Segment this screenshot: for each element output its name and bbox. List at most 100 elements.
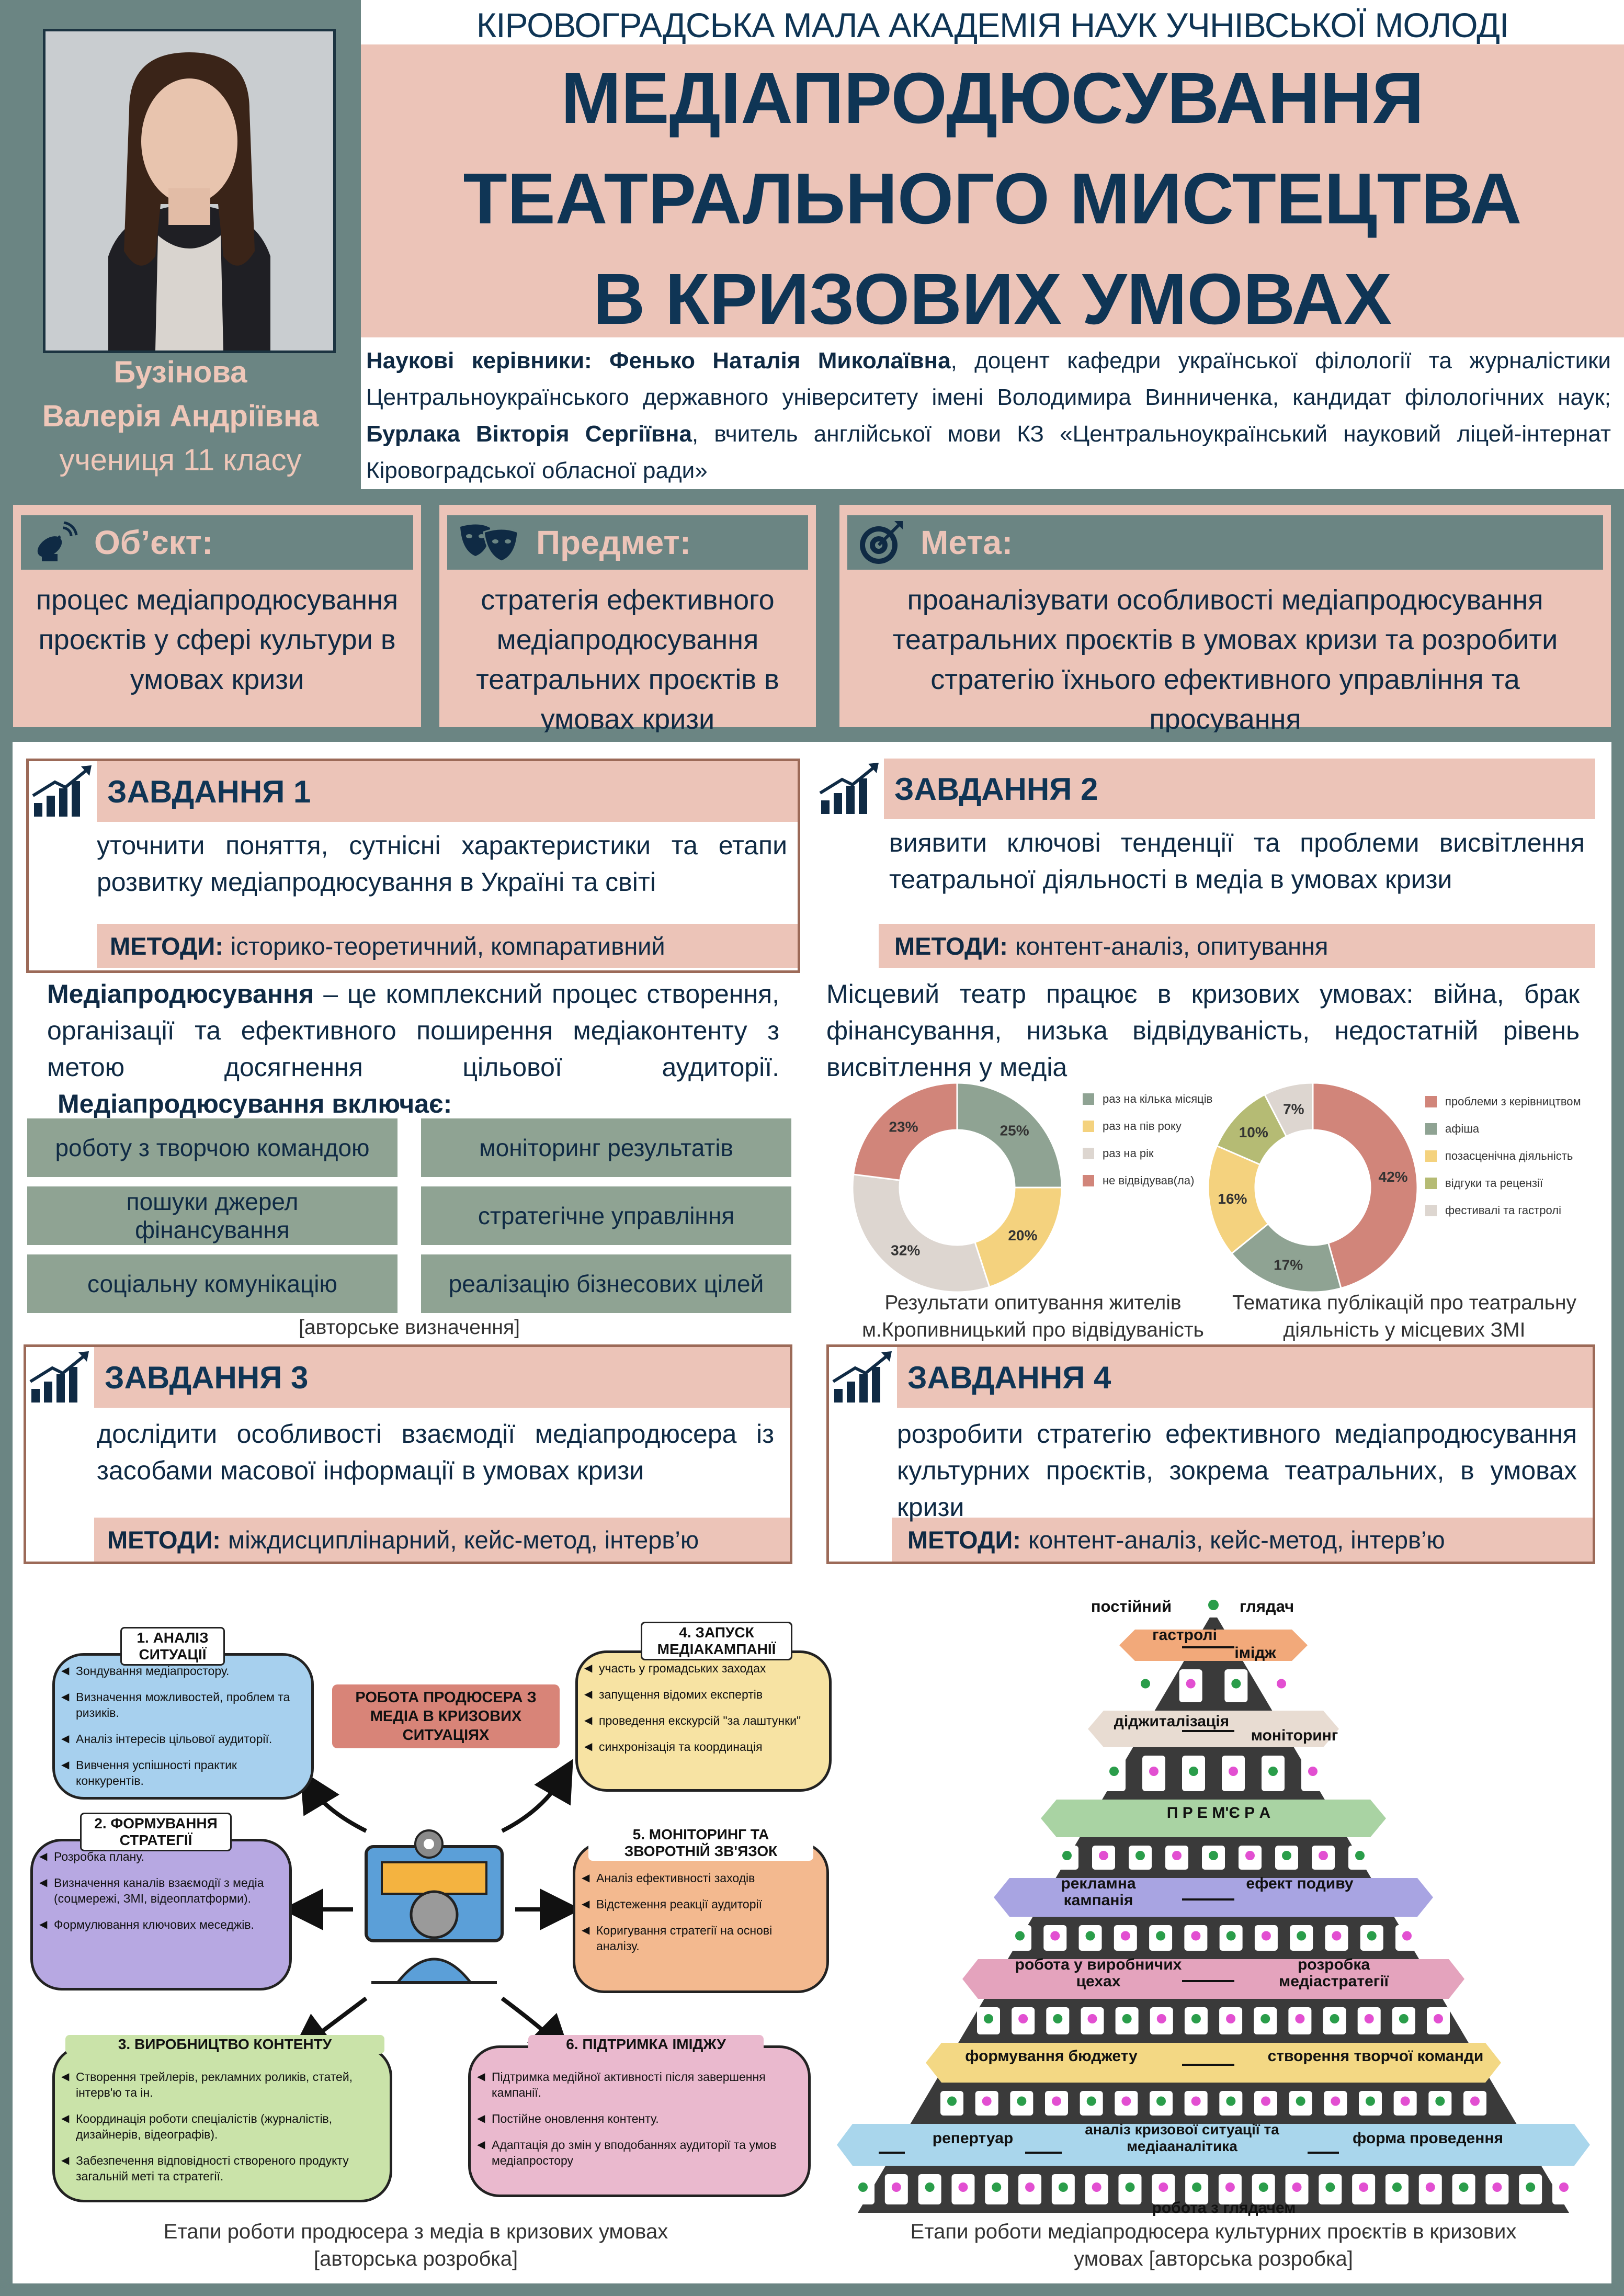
legend-swatch bbox=[1083, 1148, 1094, 1159]
audience-person-icon bbox=[1226, 1931, 1236, 1941]
author-block: Бузінова Валерія Андріївна учениця 11 кл… bbox=[0, 350, 361, 482]
audience-person-icon bbox=[1099, 1851, 1108, 1860]
audience-person-icon bbox=[1331, 2096, 1341, 2106]
pyramid-band bbox=[994, 1878, 1433, 1917]
audience-person-icon bbox=[1225, 2182, 1235, 2192]
pie-slice bbox=[1263, 1082, 1314, 1138]
pie-data-label: 32% bbox=[891, 1242, 920, 1258]
audience-person-icon bbox=[1261, 2096, 1270, 2106]
pie-data-label: 23% bbox=[889, 1119, 918, 1135]
target-icon bbox=[860, 521, 903, 564]
audience-person-icon bbox=[1050, 1931, 1060, 1941]
audience-person-icon bbox=[1392, 2182, 1402, 2192]
supervisor-area bbox=[361, 337, 1624, 489]
list-item: Розробка плану. bbox=[39, 1849, 280, 1864]
list-item: Забезпечення відповідності створеного пр… bbox=[61, 2153, 380, 2184]
task-4-title: ЗАВДАННЯ 4 bbox=[907, 1360, 1111, 1395]
list-item: Координація роботи спеціалістів (журналі… bbox=[61, 2111, 380, 2142]
list-item: Визначення можливостей, проблем та ризик… bbox=[61, 1689, 302, 1721]
task-2-methods: МЕТОДИ:контент-аналіз, опитування bbox=[879, 924, 1595, 968]
audience-person-icon bbox=[947, 2096, 957, 2106]
caption-attendance: Результати опитування жителів м.Кропивни… bbox=[862, 1292, 1204, 1341]
pyramid-band bbox=[1088, 1711, 1339, 1747]
audience-person-icon bbox=[1332, 1931, 1342, 1941]
subject-box: Предмет: стратегія ефективного медіапрод… bbox=[439, 505, 816, 735]
legend-label: раз на кілька місяців bbox=[1103, 1092, 1213, 1105]
legend-swatch bbox=[1425, 1205, 1437, 1216]
task-3-methods: МЕТОДИ:міждисциплінарний, кейс-метод, ін… bbox=[94, 1518, 790, 1562]
list-item: синхронізація та координація bbox=[584, 1739, 820, 1755]
supervisors-text: Наукові керівники: Фенько Наталія Микола… bbox=[366, 343, 1611, 489]
task-2-text: виявити ключові тенденції та проблеми ви… bbox=[889, 828, 1585, 894]
pyramid-level-2-right: моніторинг bbox=[1251, 1727, 1338, 1744]
definition-term: Медіапродюсування bbox=[47, 979, 314, 1009]
pyramid-band bbox=[962, 1959, 1464, 1999]
audience-person-icon bbox=[1292, 2182, 1302, 2192]
object-box: Об’єкт: процес медіапродюсування проєкті… bbox=[13, 505, 421, 727]
audience-person-icon bbox=[1229, 1767, 1238, 1776]
legend-swatch bbox=[1425, 1123, 1437, 1135]
legend-swatch bbox=[1425, 1150, 1437, 1162]
audience-person-icon bbox=[1085, 1931, 1095, 1941]
audience-person-icon bbox=[1172, 1851, 1182, 1860]
audience-person-icon bbox=[1245, 1851, 1255, 1860]
audience-person-icon bbox=[1121, 2096, 1131, 2106]
pyramid-level-4-right: ефект подиву bbox=[1246, 1875, 1354, 1892]
audience-person-icon bbox=[1355, 1851, 1365, 1860]
diagram-caption: Етапи роботи продюсера з медіа в кризови… bbox=[47, 2218, 785, 2272]
list-item: Аналіз ефективності заходів bbox=[582, 1870, 817, 1886]
audience-person-icon bbox=[1015, 1931, 1025, 1941]
legend-entry: не відвідував(ла) bbox=[1083, 1167, 1219, 1194]
legend-label: фестивалі та гастролі bbox=[1445, 1204, 1561, 1217]
audience-person-icon bbox=[1189, 1767, 1198, 1776]
pie-data-label: 25% bbox=[1000, 1122, 1029, 1138]
audience-person-icon bbox=[1191, 2096, 1201, 2106]
audience-person-icon bbox=[1156, 1931, 1166, 1941]
stage-1: 1. АНАЛІЗ СИТУАЦІЇ Зондування медіапрост… bbox=[52, 1627, 314, 1800]
subject-text: стратегія ефективного медіапродюсування … bbox=[476, 584, 779, 735]
audience-person-icon bbox=[1325, 2182, 1335, 2192]
pyramid-top-right: глядач bbox=[1240, 1597, 1294, 1615]
task-2-title: ЗАВДАННЯ 2 bbox=[894, 771, 1098, 807]
list-item: Адаптація до змін у вподобаннях аудиторі… bbox=[477, 2137, 799, 2168]
list-item: Аналіз інтересів цільової аудиторії. bbox=[61, 1731, 302, 1747]
legend-entry: позасценічна діяльність bbox=[1425, 1143, 1603, 1170]
pyramid-bottom-label: робота з глядачем bbox=[1152, 2199, 1296, 2216]
definition-note: [авторське визначення] bbox=[299, 1316, 520, 1339]
legend-swatch bbox=[1083, 1093, 1094, 1105]
audience-person-icon bbox=[1226, 2014, 1236, 2023]
pyramid-caption: Етапи роботи медіапродюсера культурних п… bbox=[837, 2218, 1590, 2272]
legend-label: раз на пів року bbox=[1103, 1119, 1182, 1133]
audience-person-icon bbox=[1092, 2182, 1101, 2192]
pyramid-band bbox=[837, 2124, 1590, 2166]
audience-person-icon bbox=[1125, 2182, 1135, 2192]
audience-person-icon bbox=[1086, 2096, 1096, 2106]
task-2-header: ЗАВДАННЯ 2 bbox=[816, 759, 1595, 819]
list-item: Створення трейлерів, рекламних роликів, … bbox=[61, 2069, 380, 2100]
audience-person-icon bbox=[1109, 1767, 1119, 1776]
academy-name: КІРОВОГРАДСЬКА МАЛА АКАДЕМІЯ НАУК УЧНІВС… bbox=[476, 6, 1509, 44]
audience-person-icon bbox=[1209, 1851, 1218, 1860]
list-item: участь у громадських заходах bbox=[584, 1660, 820, 1676]
pyramid-band bbox=[1041, 1800, 1386, 1837]
stage-3: 3. ВИРОБНИЦТВО КОНТЕНТУ Створення трейле… bbox=[52, 2035, 392, 2202]
audience-person-icon bbox=[1156, 2096, 1166, 2106]
stage-5-list: Аналіз ефективності заходів Відстеження … bbox=[575, 1844, 826, 1954]
pyramid-level-7-middle: аналіз кризової ситуації та медіааналіти… bbox=[1085, 2121, 1279, 2154]
satellite-icon bbox=[37, 522, 78, 561]
goal-box: Мета: проаналізувати особливості медіапр… bbox=[839, 505, 1611, 735]
audience-person-icon bbox=[1087, 2014, 1097, 2023]
legend-swatch bbox=[1083, 1175, 1094, 1186]
audience-person-icon bbox=[1297, 1931, 1307, 1941]
audience-person-icon bbox=[1282, 1851, 1291, 1860]
task-3-title: ЗАВДАННЯ 3 bbox=[105, 1360, 309, 1395]
chip: пошуки джерел фінансування bbox=[27, 1186, 398, 1245]
methods-text: історико-теоретичний, компаративний bbox=[230, 932, 665, 960]
audience-person-icon bbox=[1025, 2182, 1035, 2192]
list-item: Визначення каналів взаємодії з медіа (со… bbox=[39, 1875, 280, 1906]
list-item: Вивчення успішності практик конкурентів. bbox=[61, 1757, 302, 1789]
pyramid-band bbox=[1119, 1630, 1308, 1661]
definition-includes: Медіапродюсування включає: bbox=[58, 1089, 452, 1118]
poster-title: МЕДІАПРОДЮСУВАННЯ ТЕАТРАЛЬНОГО МИСТЕЦТВА… bbox=[361, 48, 1624, 349]
